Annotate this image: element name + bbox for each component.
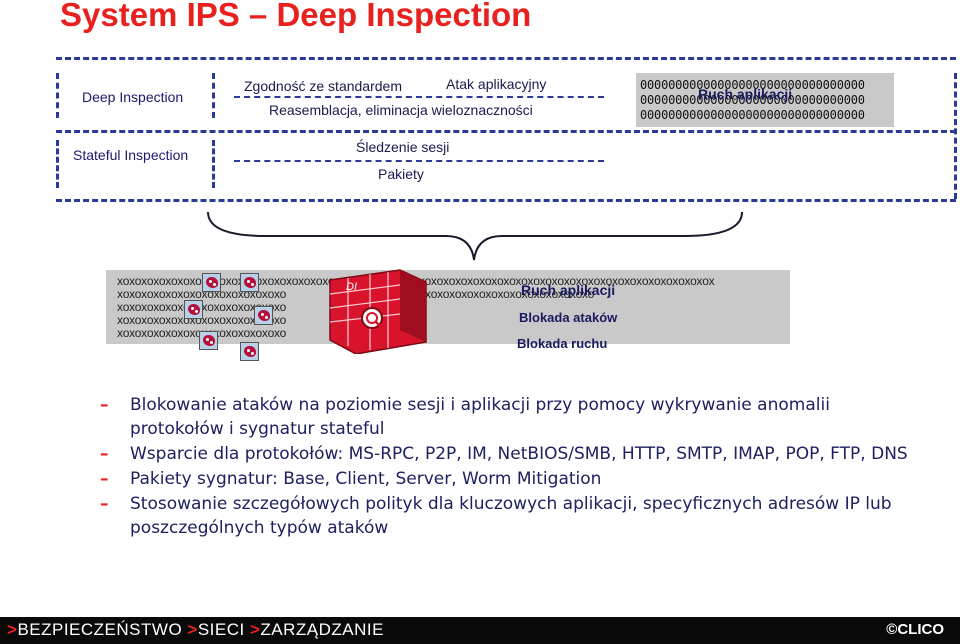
deep-inner-divider [234,96,604,98]
bullet-item: – Stosowanie szczegółowych polityk dla kl… [100,492,920,540]
firewall-icon: DI [329,269,427,354]
compliance-label: Zgodność ze standardem [244,78,402,94]
zeros-row-3: 00000000000000000000000000000000 [640,108,865,122]
deep-layer-top-border [56,57,956,60]
left-border-deep [56,73,59,118]
clico-logo: ©CLICO [886,621,944,638]
footer-item-security: BEZPIECZEŃSTWO [17,620,183,639]
bullet-item: – Wsparcie dla protokołów: MS-RPC, P2P, I… [100,442,920,466]
column-divider-stateful [212,140,215,188]
attack-icon [184,300,203,319]
footer-arrow: > [7,620,18,639]
attack-icon [240,342,259,361]
footer-item-network: SIECI [197,620,245,639]
footer-bar [0,617,960,644]
attack-icon [199,331,218,350]
app-traffic-box: 00000000000000000000000000000000 0000000… [636,73,894,127]
xo-row-4: xoxoxoxoxoxoxoxoxoxoxoxoxoxo [117,313,287,327]
page-title: System IPS – Deep Inspection [60,0,532,33]
blocked-attacks-label: Blokada ataków [519,310,618,325]
bullet-marker: – [100,444,109,464]
bullet-list: – Blokowanie ataków na poziomie sesji i a… [100,393,920,541]
blocked-traffic-label: Blokada ruchu [517,336,608,351]
bullet-marker: – [100,395,109,415]
zeros-row-2: 00000000000000000000000000000000 [640,93,865,107]
attack-icon [202,273,221,292]
session-tracking-label: Śledzenie sesji [356,139,450,155]
firewall-label: DI [346,281,357,293]
attack-icon [240,273,259,292]
app-traffic-label: Ruch aplikacji [698,86,793,102]
footer-arrow: > [249,620,261,639]
bullet-text: Pakiety sygnatur: Base, Client, Server, … [130,469,602,489]
stateful-layer-bottom-border [56,199,956,202]
layer-separator [56,130,956,133]
bullet-text: Blokowanie ataków na poziomie sesji i ap… [130,395,830,439]
column-divider-deep [212,73,215,118]
bullet-item: – Blokowanie ataków na poziomie sesji i a… [100,393,920,441]
footer-item-management: ZARZĄDZANIE [260,620,384,639]
layer-label-stateful: Stateful Inspection [73,147,189,163]
curly-brace [207,211,743,261]
bullet-marker: – [100,469,109,489]
layer-label-deep: Deep Inspection [82,89,184,105]
bullet-item: – Pakiety sygnatur: Base, Client, Server,… [100,467,920,491]
app-attack-label: Atak aplikacyjny [446,76,547,92]
reassembly-label: Reasemblacja, eliminacja wieloznaczności [269,102,533,118]
xo-row-2-right: xoxoxoxoxoxoxoxoxoxoxoxoxoxo [425,287,595,301]
bullet-marker: – [100,494,109,514]
filtered-traffic-label: Ruch aplikacji [521,282,616,298]
bullet-text: Stosowanie szczegółowych polityk dla klu… [130,494,892,538]
stateful-inner-divider [234,160,604,162]
left-border-stateful [56,140,59,188]
right-border [954,73,957,199]
packets-label: Pakiety [378,166,424,182]
zeros-row-1: 00000000000000000000000000000000 [640,78,865,92]
attack-icon [254,306,273,325]
footer-arrow: > [187,620,198,639]
footer-tagline: >BEZPIECZEŃSTWO >SIECI >ZARZĄDZANIE [7,620,384,640]
bullet-text: Wsparcie dla protokołów: MS-RPC, P2P, IM… [130,444,908,464]
